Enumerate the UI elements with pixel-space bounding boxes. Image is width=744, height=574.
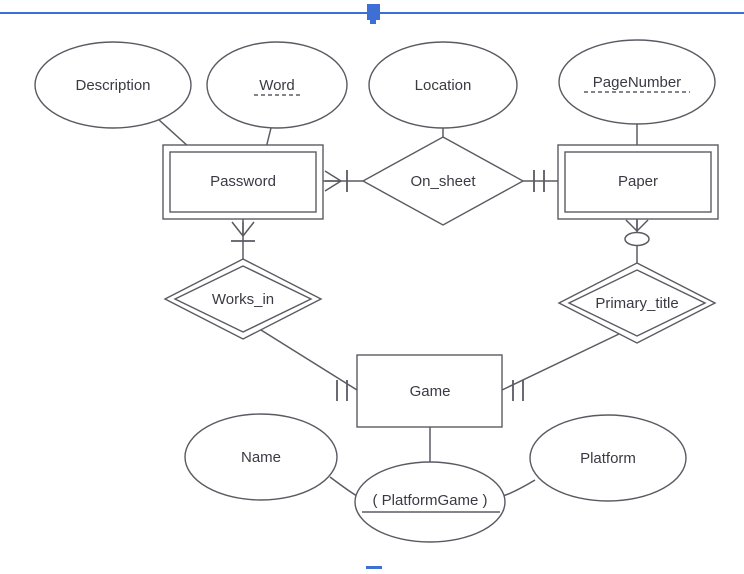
password-label: Password [210, 173, 276, 190]
connector-platform-platformgame [502, 479, 536, 497]
description-label: Description [75, 77, 150, 94]
slide-position-marker-tail [370, 20, 376, 24]
relationship-primary-title[interactable]: Primary_title [557, 262, 717, 344]
game-rect [356, 354, 503, 428]
connector-worksin-game [260, 329, 358, 391]
attribute-platform[interactable]: Platform [529, 414, 687, 502]
attribute-location[interactable]: Location [368, 41, 518, 129]
platform-label: Platform [580, 450, 636, 467]
works-in-label: Works_in [212, 291, 274, 308]
works-in-diamond-outer [163, 258, 323, 340]
word-ellipse [206, 41, 348, 129]
bottom-slide-marker[interactable] [366, 566, 382, 569]
word-label: Word [259, 77, 295, 94]
connector-description-password [157, 118, 191, 149]
password-rect-outer [162, 144, 324, 220]
name-label: Name [241, 449, 281, 466]
cardinality-password-worksin [231, 221, 255, 242]
cardinality-primarytitle-game [512, 380, 524, 401]
works-in-diamond-inner [173, 265, 313, 333]
entity-password[interactable]: Password [162, 144, 324, 220]
cardinality-onsheet-paper [533, 170, 545, 192]
pagenumber-ellipse [558, 39, 716, 125]
pagenumber-label: PageNumber [593, 74, 681, 91]
on-sheet-label: On_sheet [410, 173, 476, 190]
primary-title-diamond-outer [557, 262, 717, 344]
entity-game[interactable]: Game [356, 354, 503, 428]
password-rect-inner [169, 151, 317, 213]
attribute-word[interactable]: Word [206, 41, 348, 129]
primary-title-diamond-inner [567, 269, 707, 337]
paper-rect-inner [564, 151, 712, 213]
paper-label: Paper [618, 173, 658, 190]
platform-ellipse [529, 414, 687, 502]
cardinality-worksin-game [336, 380, 348, 401]
attribute-description[interactable]: Description [34, 41, 192, 129]
location-ellipse [368, 41, 518, 129]
game-label: Game [410, 383, 451, 400]
relationship-works-in[interactable]: Works_in [163, 258, 323, 340]
cardinality-password-onsheet [324, 170, 348, 192]
platformgame-label: ( PlatformGame ) [372, 492, 487, 509]
on-sheet-diamond [361, 136, 525, 226]
cardinality-paper-primarytitle [624, 219, 650, 247]
connector-name-platformgame [329, 476, 358, 497]
paper-rect-outer [557, 144, 719, 220]
entity-paper[interactable]: Paper [557, 144, 719, 220]
platformgame-ellipse [354, 461, 506, 543]
attribute-platformgame[interactable]: ( PlatformGame ) [354, 461, 506, 543]
relationship-on-sheet[interactable]: On_sheet [361, 136, 525, 226]
description-ellipse [34, 41, 192, 129]
attribute-pagenumber[interactable]: PageNumber [558, 39, 716, 125]
attribute-name[interactable]: Name [184, 413, 338, 501]
connector-primarytitle-game [501, 333, 620, 391]
name-ellipse [184, 413, 338, 501]
slide-position-marker[interactable] [367, 4, 380, 20]
location-label: Location [415, 77, 472, 94]
primary-title-label: Primary_title [595, 295, 678, 312]
